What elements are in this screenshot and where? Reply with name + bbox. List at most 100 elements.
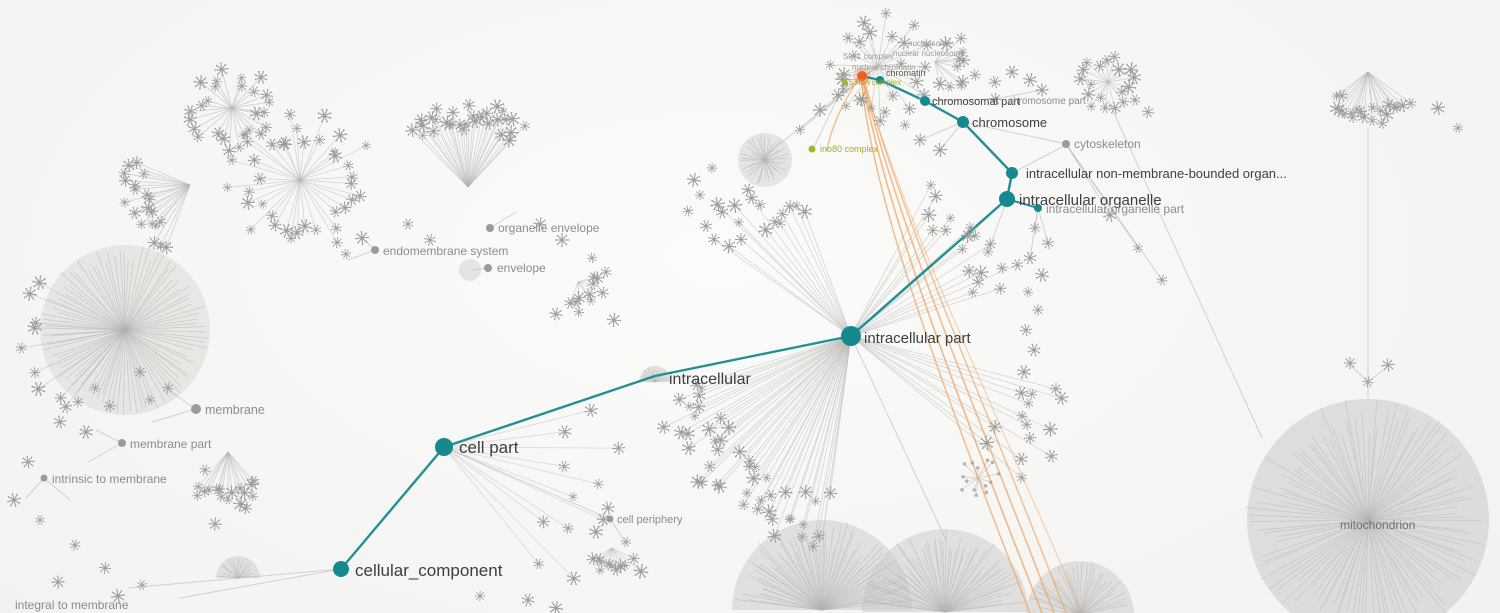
label-cytoskeleton[interactable]: cytoskeleton — [1074, 137, 1141, 151]
graph-edge — [489, 211, 517, 229]
leaf-node-flower-icon — [256, 198, 269, 211]
leaf-node-flower-icon — [283, 107, 297, 121]
label-membrane[interactable]: membrane — [205, 403, 265, 417]
leaf-node-flower-icon — [598, 264, 614, 280]
leaf-node-flower-icon — [625, 550, 642, 568]
node-cell-part[interactable] — [435, 438, 453, 456]
graph-edge — [1107, 99, 1263, 439]
leaf-node-flower-icon — [211, 59, 232, 80]
leaf-node-flower-icon — [1329, 88, 1344, 103]
leaf-node-flower-icon — [340, 157, 356, 173]
node-cytoskeleton[interactable] — [1062, 140, 1070, 148]
leaf-node-flower-icon — [1108, 59, 1130, 80]
leaf-node-flower-icon — [339, 247, 353, 261]
highlight-edge — [863, 78, 1067, 613]
label-organelle-envelope[interactable]: organelle envelope — [498, 221, 600, 235]
node-ino80-complex[interactable] — [808, 145, 816, 153]
graph-edge — [962, 121, 1063, 144]
label-intracellular-part[interactable]: intracellular part — [864, 330, 972, 347]
graph-edge — [850, 335, 947, 541]
node-membrane-part[interactable] — [118, 439, 126, 447]
leaf-node-flower-icon — [220, 180, 234, 195]
label-integral-to-membrane[interactable]: integral to membrane — [15, 598, 129, 612]
label-cell-periphery[interactable]: cell periphery — [617, 514, 683, 526]
label-intracellular[interactable]: intracellular — [669, 371, 751, 388]
node-membrane[interactable] — [191, 404, 201, 414]
leaf-node-flower-icon — [1019, 69, 1041, 91]
leaf-node-flower-icon — [885, 88, 900, 104]
leaf-node-flower-icon — [360, 139, 373, 152]
node-organelle-envelope[interactable] — [486, 224, 494, 232]
graph-edge — [347, 249, 376, 261]
node-intrinsic-to-membrane[interactable] — [40, 474, 48, 482]
leaf-node-flower-icon — [330, 235, 344, 250]
graph-edge — [87, 442, 123, 463]
graph-edge — [167, 389, 197, 410]
node-intracellular-non-membrane-bounded-organelle[interactable] — [1006, 167, 1018, 179]
leaf-node-flower-icon — [241, 474, 263, 495]
label-cellular-component[interactable]: cellular_component — [355, 561, 503, 580]
leaf-node-flower-icon — [929, 73, 950, 95]
leaf-node-flower-icon — [994, 260, 1010, 276]
label-mitochondrion[interactable]: mitochondrion — [1340, 518, 1415, 532]
label-intrinsic-to-membrane[interactable]: intrinsic to membrane — [52, 472, 167, 486]
leaf-node-flower-icon — [775, 482, 796, 503]
leaf-node-flower-icon — [654, 418, 673, 437]
leaf-node-flower-icon — [971, 262, 992, 283]
node-envelope[interactable] — [484, 264, 492, 272]
edges-layer — [25, 65, 1389, 599]
label-nucleosome[interactable]: nucleosome — [908, 39, 952, 48]
label-membrane-part[interactable]: membrane part — [130, 437, 212, 451]
label-ino80-complex[interactable]: ino80 complex — [820, 144, 879, 154]
node-astra-complex[interactable] — [842, 80, 848, 86]
leaf-node-flower-icon — [692, 187, 708, 203]
node-intracellular-organelle-part[interactable] — [1034, 204, 1042, 212]
graph-edge — [1037, 207, 1049, 244]
leaf-node-flower-icon — [127, 153, 146, 172]
node-chromatin[interactable] — [876, 76, 884, 84]
leaf-node-flower-icon — [555, 458, 573, 475]
leaf-node-flower-icon — [205, 514, 225, 534]
node-cellular-component[interactable] — [333, 561, 349, 577]
node-endomembrane-system[interactable] — [371, 246, 379, 254]
node-intracellular-part[interactable] — [841, 326, 861, 346]
label-chromosome[interactable]: chromosome — [972, 115, 1047, 130]
node-nucleosome[interactable] — [857, 71, 867, 81]
leaf-node-flower-icon — [1017, 321, 1035, 339]
leaf-node-flower-icon — [1034, 267, 1050, 283]
label-envelope[interactable]: envelope — [497, 261, 546, 275]
leaf-node-flower-icon — [986, 73, 1004, 91]
label-intracellular-organelle-part[interactable]: intracellular organelle part — [1046, 202, 1185, 216]
graph-edge — [127, 568, 342, 589]
leaf-node-flower-icon — [1024, 340, 1044, 360]
label-nuclear-nucleosome[interactable]: nuclear nucleosome — [893, 49, 965, 58]
leaf-node-flower-icon — [18, 452, 38, 472]
highlight-edge — [862, 77, 1055, 613]
leaf-node-flower-icon — [262, 95, 277, 110]
node-cell-periphery[interactable] — [606, 515, 614, 523]
label-intracellular-non-membrane-bounded-organelle[interactable]: intracellular non-membrane-bounded organ… — [1026, 166, 1287, 181]
label-intracellular-organelle[interactable]: intracellular organelle — [1019, 192, 1162, 209]
leaf-node-flower-icon — [557, 424, 573, 440]
cluster-discs-layer — [40, 133, 1489, 613]
label-chromosomal-part[interactable]: chromosomal part — [932, 96, 1020, 108]
leaf-node-flower-icon — [1403, 95, 1419, 111]
graph-edge — [443, 446, 611, 520]
label-endomembrane-system[interactable]: endomembrane system — [383, 244, 508, 258]
node-intracellular-organelle[interactable] — [999, 191, 1015, 207]
leaf-node-flower-icon — [238, 133, 256, 151]
label-cell-part[interactable]: cell part — [459, 438, 519, 457]
leaf-node-flower-icon — [424, 122, 442, 140]
label-swr1-complex[interactable]: Swr1 complex — [843, 52, 893, 61]
label-chromosome-part[interactable]: chromosome part — [1008, 96, 1086, 107]
highlight-orange-edges-layer — [826, 77, 1083, 613]
node-chromosome[interactable] — [957, 116, 969, 128]
leaf-node-flower-icon — [782, 199, 798, 214]
node-chromosomal-part[interactable] — [920, 96, 930, 106]
leaf-node-flower-icon — [992, 280, 1009, 297]
leaf-node-flower-icon — [967, 67, 983, 83]
label-chromatin[interactable]: chromatin — [886, 68, 926, 78]
label-astra-complex[interactable]: ASTRA complex — [843, 78, 901, 87]
label-nuclear-chromatin[interactable]: nuclear chromatin — [852, 63, 916, 72]
